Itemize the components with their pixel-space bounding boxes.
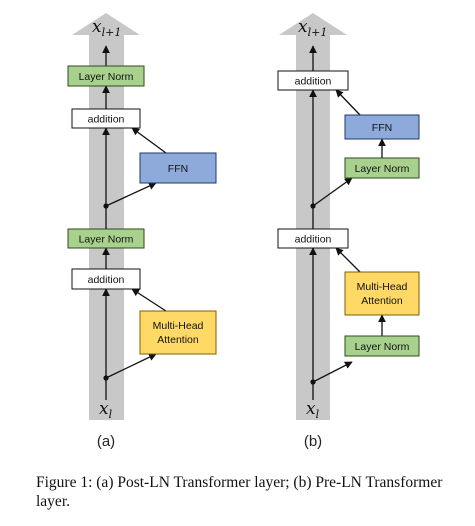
right-connectors: [309, 45, 386, 400]
input-variable: xl: [99, 399, 113, 421]
layer-norm-label: Layer Norm: [355, 341, 410, 353]
panel-label-b: (b): [304, 433, 322, 450]
ffn-label: FFN: [168, 163, 188, 175]
left-branch-dot: [103, 203, 109, 209]
layer-norm-box: Layer Norm: [67, 228, 145, 249]
output-variable: xl+1: [92, 17, 121, 39]
right-branch-dot: [310, 379, 316, 385]
addition-box: addition: [277, 70, 349, 91]
layer-norm-box: Layer Norm: [67, 65, 145, 87]
multi-head-attention-box: Multi-Head Attention: [139, 310, 217, 355]
addition-box: addition: [71, 108, 141, 129]
attention-label-line1: Multi-Head: [153, 320, 204, 332]
layer-norm-label: Layer Norm: [79, 71, 134, 83]
layer-norm-box: Layer Norm: [344, 157, 420, 179]
left-branch-dot: [103, 375, 109, 381]
pre-ln-diagram: addition FFN Layer Norm addition Multi-H…: [277, 13, 420, 450]
input-variable: xl: [306, 399, 320, 421]
attention-label-line1: Multi-Head: [357, 281, 408, 293]
addition-label: addition: [295, 234, 332, 246]
multi-head-attention-box: Multi-Head Attention: [344, 271, 420, 316]
layer-norm-label: Layer Norm: [79, 234, 134, 246]
right-branch-dot: [310, 203, 316, 209]
addition-box: addition: [71, 268, 141, 290]
layer-norm-label: Layer Norm: [355, 163, 410, 175]
attention-label-line2: Attention: [157, 334, 199, 346]
panel-label-a: (a): [97, 433, 115, 450]
addition-box: addition: [277, 228, 349, 249]
diagram: Layer Norm addition FFN Layer Norm addit…: [67, 13, 420, 450]
addition-label: addition: [88, 114, 125, 126]
addition-label: addition: [88, 274, 125, 286]
attention-label-line2: Attention: [361, 295, 403, 307]
ffn-box: FFN: [139, 152, 217, 184]
ffn-label: FFN: [372, 122, 392, 134]
post-ln-diagram: Layer Norm addition FFN Layer Norm addit…: [67, 13, 217, 450]
ffn-box: FFN: [344, 114, 420, 140]
figure-caption: Figure 1: (a) Post-LN Transformer layer;…: [36, 474, 443, 510]
layer-norm-box: Layer Norm: [344, 335, 420, 357]
output-variable: xl+1: [298, 17, 327, 39]
left-connectors: [102, 45, 167, 400]
addition-label: addition: [295, 76, 332, 88]
